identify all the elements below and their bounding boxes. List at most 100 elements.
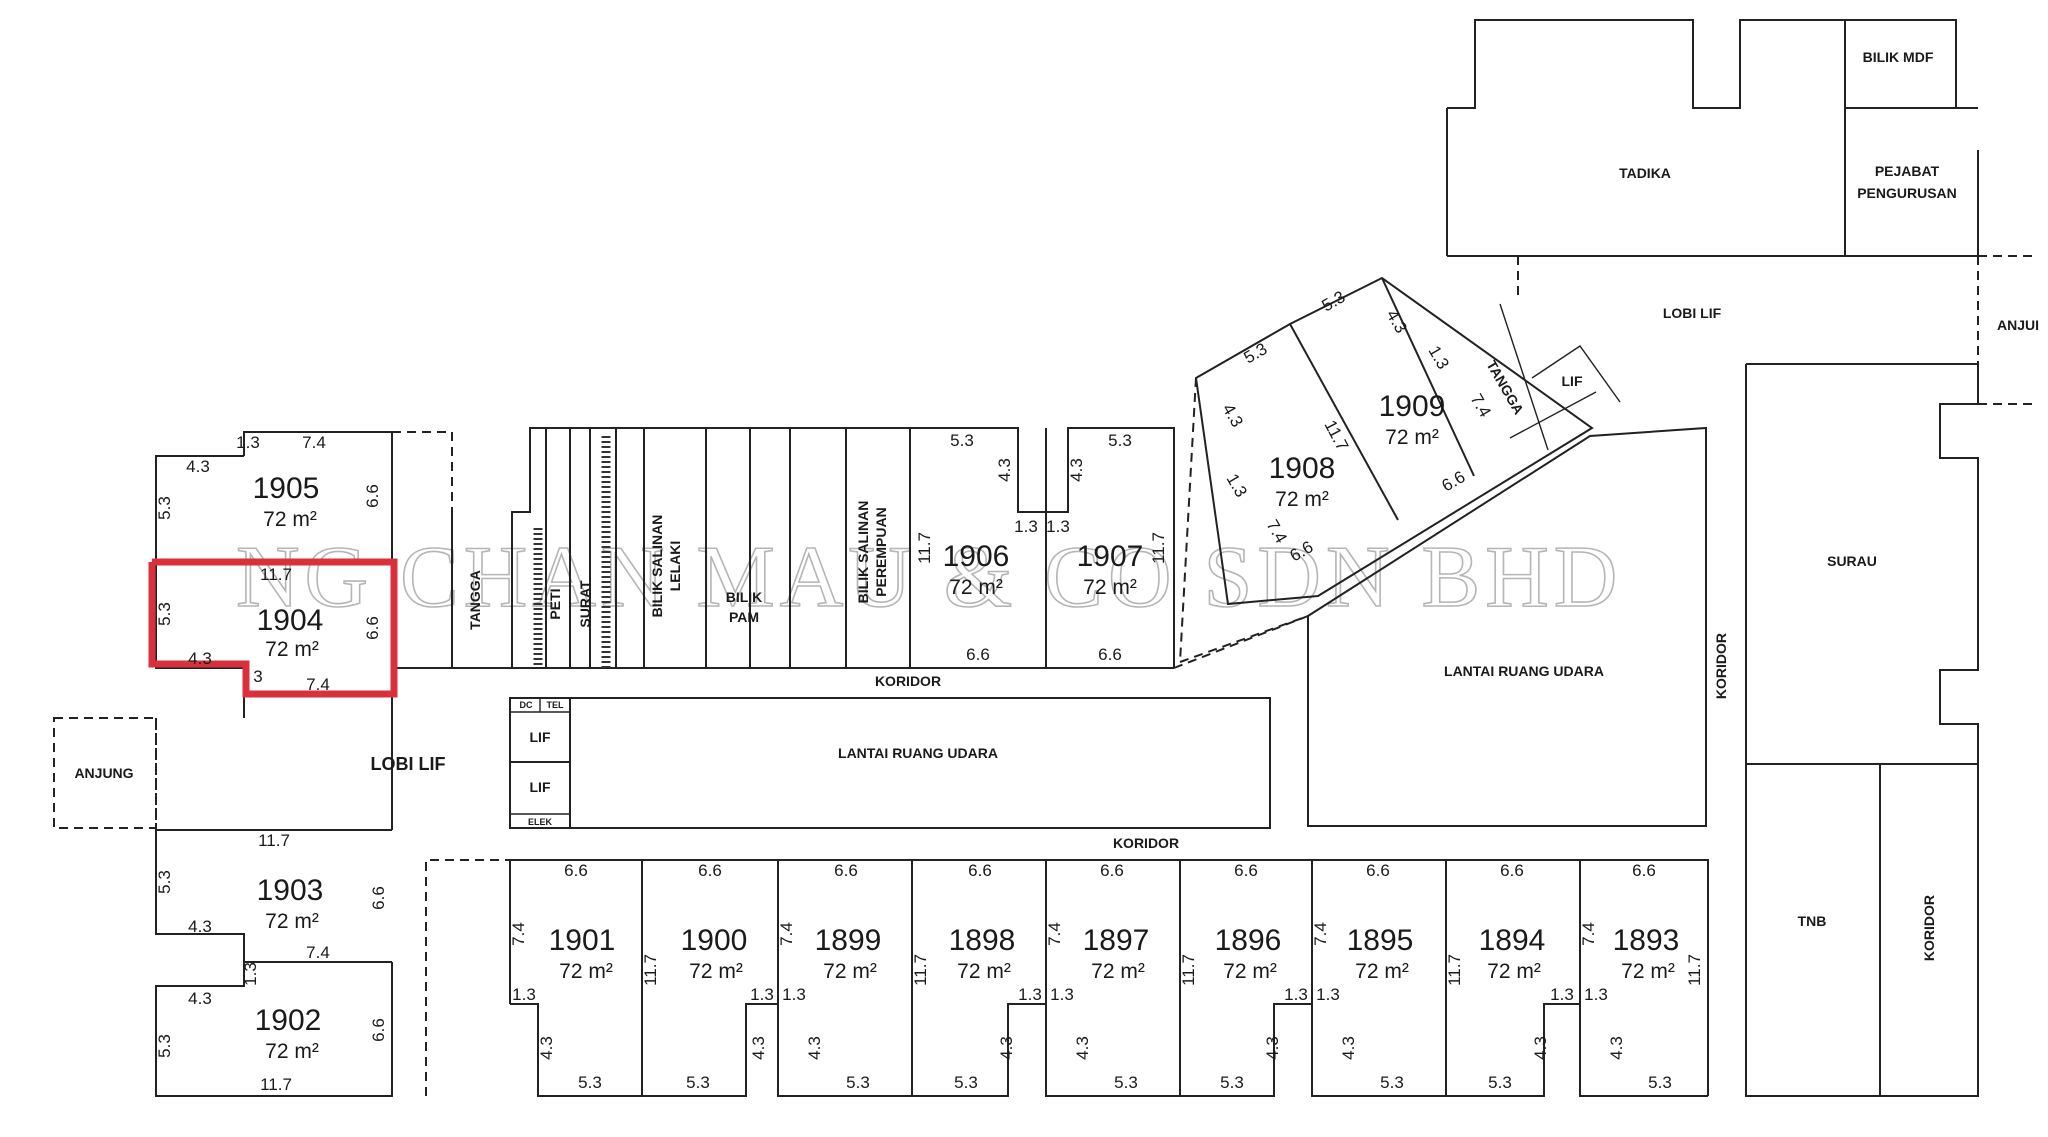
unit-area-1904: 72 m² bbox=[265, 638, 319, 661]
dim-1893-5-3: 5.3 bbox=[1648, 1073, 1672, 1092]
highlight-unit-1904 bbox=[148, 558, 398, 698]
label-koridor-upper: KORIDOR bbox=[875, 673, 941, 689]
dim-1904-4-3: 4.3 bbox=[188, 649, 212, 668]
angled-block bbox=[1179, 276, 1621, 663]
upper-service-row bbox=[451, 427, 1175, 669]
dim-1909-top: 5.3 bbox=[1319, 287, 1349, 315]
dim-1896-5-3: 5.3 bbox=[1220, 1073, 1244, 1092]
dim-1906-top: 5.3 bbox=[950, 431, 974, 450]
label-bilik-salinan-perempuan: BILIK SALINAN bbox=[855, 501, 871, 604]
dim-1899-7-4: 7.4 bbox=[777, 922, 796, 946]
label-pejabat: PEJABAT bbox=[1875, 163, 1940, 179]
unit-area-1908: 72 m² bbox=[1275, 488, 1329, 511]
label-lif-1: LIF bbox=[530, 729, 551, 745]
dim-1893-6-6: 6.6 bbox=[1632, 861, 1656, 880]
dim-1904-6-6: 6.6 bbox=[363, 616, 382, 640]
unit-area-1903: 72 m² bbox=[265, 910, 319, 933]
dim-1902-11-7: 11.7 bbox=[260, 1075, 292, 1094]
top-right-block bbox=[1446, 19, 2036, 296]
label-surau: SURAU bbox=[1827, 553, 1877, 569]
dim-1894-1-3: 1.3 bbox=[1550, 985, 1574, 1004]
dim-1896-6-6: 6.6 bbox=[1234, 861, 1258, 880]
dim-1898-11-7: 11.7 bbox=[911, 954, 930, 986]
dim-1902-4-3: 4.3 bbox=[188, 989, 212, 1008]
dim-1900-1-3: 1.3 bbox=[750, 985, 774, 1004]
dim-1901-6-6: 6.6 bbox=[564, 861, 588, 880]
label-lantai-ruang-udara-center: LANTAI RUANG UDARA bbox=[838, 745, 998, 761]
unit-number-1893: 1893 bbox=[1613, 924, 1680, 957]
unit-number-1908: 1908 bbox=[1269, 452, 1336, 485]
label-bilik-salinan-lelaki: BILIK SALINAN bbox=[649, 515, 665, 618]
unit-number-1909: 1909 bbox=[1379, 390, 1446, 423]
dim-1902-6-6: 6.6 bbox=[369, 1018, 388, 1042]
dim-1901-5-3: 5.3 bbox=[578, 1073, 602, 1092]
label-tadika: TADIKA bbox=[1619, 165, 1671, 181]
dim-1901-7-4: 7.4 bbox=[509, 922, 528, 946]
unit-number-1902: 1902 bbox=[255, 1004, 322, 1037]
dim-1899-6-6: 6.6 bbox=[834, 861, 858, 880]
dim-1897-7-4: 7.4 bbox=[1045, 922, 1064, 946]
dim-1894-4-3: 4.3 bbox=[1531, 1036, 1550, 1060]
dim-1906-6-6: 6.6 bbox=[966, 645, 990, 664]
dim-1897-1-3: 1.3 bbox=[1050, 985, 1074, 1004]
dim-1896-1-3: 1.3 bbox=[1284, 985, 1308, 1004]
dim-1905-7-4: 7.4 bbox=[302, 433, 326, 452]
unit-area-1894: 72 m² bbox=[1487, 960, 1541, 983]
unit-area-1893: 72 m² bbox=[1621, 960, 1675, 983]
label-lantai-ruang-udara-right: LANTAI RUANG UDARA bbox=[1444, 663, 1604, 679]
label-koridor-right: KORIDOR bbox=[1921, 895, 1937, 961]
surau-block bbox=[1745, 363, 1979, 1097]
dim-1901-1-3: 1.3 bbox=[512, 985, 536, 1004]
dim-1907-6-6: 6.6 bbox=[1098, 645, 1122, 664]
unit-area-1905: 72 m² bbox=[263, 508, 317, 531]
label-koridor-mid: KORIDOR bbox=[1713, 633, 1729, 699]
watermark-text: NG CHAN MAU & CO SDN BHD bbox=[236, 529, 1622, 626]
dim-1908-1-3: 1.3 bbox=[1223, 471, 1251, 501]
dim-1893-1-3: 1.3 bbox=[1584, 985, 1608, 1004]
label-lelaki: LELAKI bbox=[667, 541, 683, 592]
label-peti: PETI bbox=[547, 588, 563, 619]
dim-1904-5-3: 5.3 bbox=[155, 602, 174, 626]
dim-1900-6-6: 6.6 bbox=[698, 861, 722, 880]
unit-number-1896: 1896 bbox=[1215, 924, 1282, 957]
unit-number-1894: 1894 bbox=[1479, 924, 1546, 957]
dim-1895-6-6: 6.6 bbox=[1366, 861, 1390, 880]
dim-1907-top: 5.3 bbox=[1108, 431, 1132, 450]
dim-1898-1-3: 1.3 bbox=[1018, 985, 1042, 1004]
dim-1904-3: 3 bbox=[253, 667, 262, 686]
label-pengurusan: PENGURUSAN bbox=[1857, 185, 1957, 201]
label-lif-2: LIF bbox=[530, 779, 551, 795]
dim-1907-11-7: 11.7 bbox=[1149, 532, 1168, 564]
dim-1898-6-6: 6.6 bbox=[968, 861, 992, 880]
dim-1900-11-7: 11.7 bbox=[641, 954, 660, 986]
label-bilik-pam-2: PAM bbox=[729, 609, 759, 625]
dim-1899-5-3: 5.3 bbox=[846, 1073, 870, 1092]
dim-1909-left: 11.7 bbox=[1320, 417, 1352, 454]
dim-1905-6-6: 6.6 bbox=[363, 484, 382, 508]
dim-1893-4-3: 4.3 bbox=[1607, 1036, 1626, 1060]
dim-1903-4-3: 4.3 bbox=[188, 917, 212, 936]
dim-1903-6-6: 6.6 bbox=[369, 886, 388, 910]
unit-area-1899: 72 m² bbox=[823, 960, 877, 983]
dim-1899-1-3: 1.3 bbox=[782, 985, 806, 1004]
label-surat: SURAT bbox=[577, 580, 593, 628]
unit-area-1896: 72 m² bbox=[1223, 960, 1277, 983]
unit-number-1904: 1904 bbox=[257, 604, 324, 637]
dim-1904-7-4: 7.4 bbox=[306, 675, 330, 694]
dim-1894-5-3: 5.3 bbox=[1488, 1073, 1512, 1092]
label-lobi-lif-left: LOBI LIF bbox=[371, 754, 446, 774]
dim-1894-6-6: 6.6 bbox=[1500, 861, 1524, 880]
label-anjung: ANJUNG bbox=[74, 765, 133, 781]
dim-1909-6-6: 6.6 bbox=[1439, 467, 1469, 495]
unit-number-1897: 1897 bbox=[1083, 924, 1150, 957]
dim-1909-7-4: 7.4 bbox=[1467, 391, 1495, 421]
dim-1895-4-3: 4.3 bbox=[1339, 1036, 1358, 1060]
dim-1893-11-7: 11.7 bbox=[1685, 954, 1704, 986]
dim-1899-4-3: 4.3 bbox=[805, 1036, 824, 1060]
dim-1895-5-3: 5.3 bbox=[1380, 1073, 1404, 1092]
unit-area-1898: 72 m² bbox=[957, 960, 1011, 983]
unit-area-1900: 72 m² bbox=[689, 960, 743, 983]
dim-1905-5-3: 5.3 bbox=[155, 496, 174, 520]
dim-1896-11-7: 11.7 bbox=[1179, 954, 1198, 986]
